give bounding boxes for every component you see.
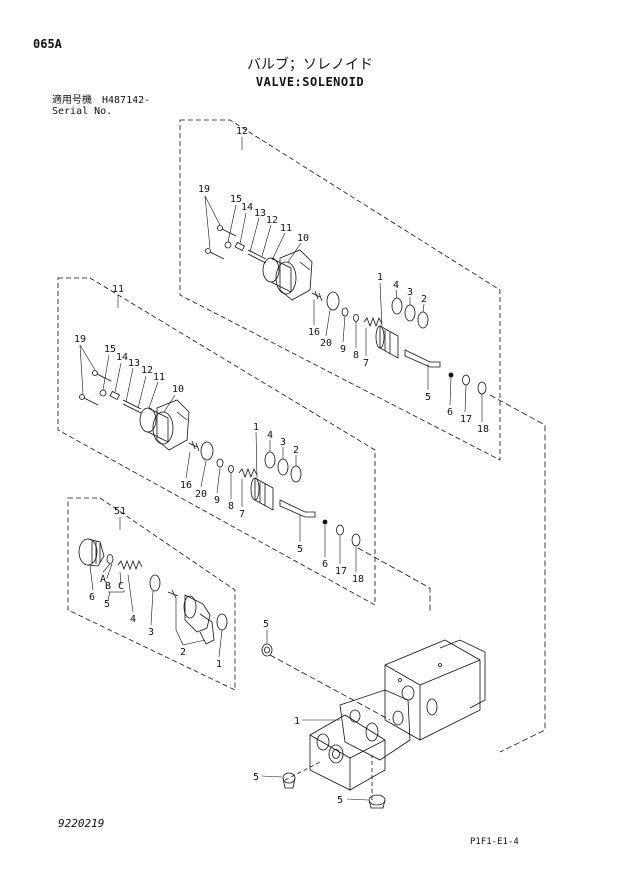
callout-middle-6: 6 <box>322 559 328 570</box>
callout-top-1: 1 <box>377 272 383 283</box>
callout-bottom-2: 2 <box>180 647 186 658</box>
group-outline-bottom <box>67 497 236 691</box>
callout-numbers: 12 11 51 19 15 14 13 12 11 10 1 4 3 2 16… <box>74 126 489 806</box>
callout-bottom-C: C <box>118 581 124 592</box>
callout-group-bottom: 51 <box>114 506 126 517</box>
plug-bottom <box>368 794 386 809</box>
serial-value: H487142- <box>102 95 151 106</box>
callout-middle-2: 2 <box>293 445 299 456</box>
top-group-parts <box>205 225 487 395</box>
callout-body-5-top: 5 <box>263 619 269 630</box>
callout-bottom-6: 6 <box>89 592 95 603</box>
callout-middle-18: 18 <box>352 574 364 585</box>
callout-middle-15: 15 <box>104 344 116 355</box>
callout-top-9: 9 <box>340 344 346 355</box>
page-code: 065A <box>33 37 62 51</box>
callout-top-8: 8 <box>353 350 359 361</box>
callout-middle-13: 13 <box>128 358 140 369</box>
callout-top-15: 15 <box>230 194 242 205</box>
callout-bottom-5: 5 <box>104 599 110 610</box>
serial-label-japanese: 適用号機 <box>52 95 92 106</box>
callout-top-12: 12 <box>266 215 278 226</box>
callout-body-5-left: 5 <box>253 772 259 783</box>
plug-left <box>282 772 296 789</box>
serial-label-english: Serial No. <box>52 106 113 117</box>
callout-top-13: 13 <box>254 208 266 219</box>
callout-top-2: 2 <box>421 294 427 305</box>
callout-middle-3: 3 <box>280 437 286 448</box>
callout-top-18: 18 <box>477 424 489 435</box>
group-outline-top <box>179 119 501 461</box>
document-number: 9220219 <box>58 817 105 830</box>
callout-group-middle: 11 <box>112 284 124 295</box>
connector-top <box>489 394 546 753</box>
title-japanese: バルブ；ソレノイド <box>247 57 373 73</box>
callout-top-3: 3 <box>407 287 413 298</box>
callout-bottom-1: 1 <box>216 659 222 670</box>
callout-middle-1: 1 <box>253 422 259 433</box>
callout-middle-8: 8 <box>228 501 234 512</box>
reference-code: P1F1-E1-4 <box>470 837 519 847</box>
callout-top-17: 17 <box>460 414 472 425</box>
callout-middle-11: 11 <box>153 372 165 383</box>
callout-top-6: 6 <box>447 407 453 418</box>
leader-lines <box>79 137 483 801</box>
callout-bottom-3: 3 <box>148 627 154 638</box>
callout-bottom-B: B <box>105 581 111 592</box>
bottom-group-parts <box>78 538 273 657</box>
callout-top-7: 7 <box>363 358 369 369</box>
callout-middle-5: 5 <box>297 544 303 555</box>
callout-top-4: 4 <box>393 280 399 291</box>
callout-top-14: 14 <box>241 202 253 213</box>
connector-bottom <box>269 654 391 721</box>
callout-bottom-A: A <box>100 574 106 585</box>
callout-group-top: 12 <box>236 126 248 137</box>
callout-middle-19: 19 <box>74 334 86 345</box>
callout-middle-12: 12 <box>141 365 153 376</box>
callout-top-16: 16 <box>308 327 320 338</box>
connector-middle <box>357 547 431 612</box>
callout-body-1: 1 <box>294 716 300 727</box>
callout-top-19: 19 <box>198 184 210 195</box>
valve-body <box>309 639 486 791</box>
callout-top-10: 10 <box>297 233 309 244</box>
connector-plug-left <box>284 761 321 781</box>
callout-bottom-4: 4 <box>130 614 136 625</box>
callout-top-11: 11 <box>280 223 292 234</box>
callout-middle-20: 20 <box>195 489 207 500</box>
callout-top-20: 20 <box>320 338 332 349</box>
callout-middle-4: 4 <box>267 430 273 441</box>
callout-middle-10: 10 <box>172 384 184 395</box>
callout-top-5: 5 <box>425 392 431 403</box>
callout-middle-14: 14 <box>116 352 128 363</box>
callout-middle-7: 7 <box>239 509 245 520</box>
callout-middle-9: 9 <box>214 495 220 506</box>
callout-middle-16: 16 <box>180 480 192 491</box>
callout-middle-17: 17 <box>335 566 347 577</box>
title-english: VALVE:SOLENOID <box>255 75 365 89</box>
callout-body-5-bottom: 5 <box>337 795 343 806</box>
group-outline-middle <box>57 277 376 606</box>
